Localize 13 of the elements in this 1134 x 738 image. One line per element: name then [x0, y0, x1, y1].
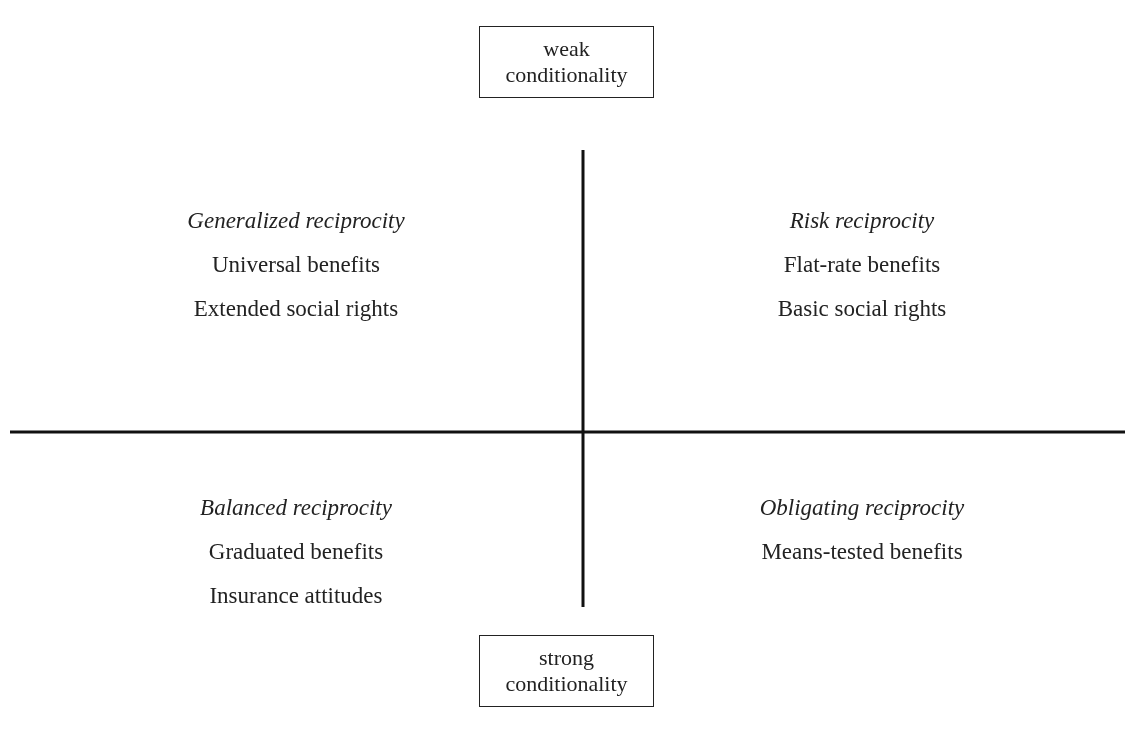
label-box: weak conditionality — [479, 26, 654, 98]
quadrant-text: Insurance attitudes — [209, 583, 383, 609]
quadrant-heading: Obligating reciprocity — [759, 495, 965, 521]
quadrant-heading: Generalized reciprocity — [187, 208, 405, 234]
quadrant-text: Basic social rights — [777, 296, 947, 322]
quadrant-text: Means-tested benefits — [761, 539, 963, 565]
label-box: strong conditionality — [479, 635, 654, 707]
quadrant-text: Universal benefits — [212, 252, 380, 278]
quadrant-heading: Balanced reciprocity — [200, 495, 392, 521]
quadrant-text: Flat-rate benefits — [783, 252, 941, 278]
quadrant-text: Extended social rights — [193, 296, 399, 322]
quadrant-text: Graduated benefits — [208, 539, 384, 565]
quadrant-heading: Risk reciprocity — [789, 208, 935, 234]
